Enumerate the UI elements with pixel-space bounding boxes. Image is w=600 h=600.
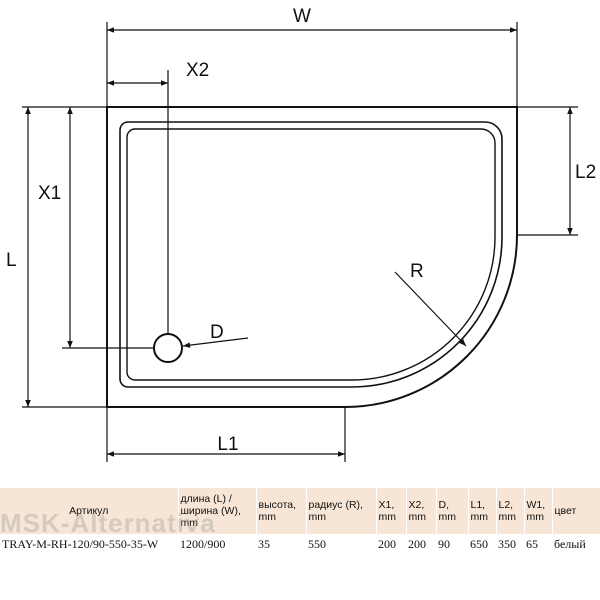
dim-line-d [182,337,249,348]
label-l: L [6,250,17,271]
header-height: высота, mm [256,488,307,534]
header-w1: W1, mm [524,488,553,534]
tray-outer-outline [106,106,518,408]
label-x2: X2 [186,60,209,81]
label-x1: X1 [38,183,61,204]
cell-color: белый [554,537,586,551]
cell-article: TRAY-M-RH-120/90-550-35-W [2,537,159,551]
header-article: Артикул [0,488,179,534]
cell-x1: 200 [378,537,396,551]
cell-height: 35 [258,537,270,551]
drain-circle [153,333,183,363]
table-row: TRAY-M-RH-120/90-550-35-W 1200/900 35 55… [0,534,600,555]
header-radius: радиус (R), mm [306,488,377,534]
cell-radius: 550 [308,537,326,551]
header-color: цвет [552,488,600,534]
header-d: D, mm [436,488,469,534]
label-l1: L1 [217,434,238,455]
tray-drawing: W X2 X1 L L2 R D L1 [6,6,596,462]
header-length-width: длина (L) / ширина (W), mm [178,488,257,534]
extension-lines [22,22,578,462]
label-r: R [410,261,424,282]
cell-length-width: 1200/900 [180,537,226,551]
cell-d: 90 [438,537,450,551]
spec-header-row: Артикул длина (L) / ширина (W), mm высот… [0,488,600,534]
tray-inner-rim [119,121,503,388]
label-w: W [293,6,311,27]
label-l2: L2 [575,162,596,183]
header-l1: L1, mm [468,488,497,534]
cell-l1: 650 [470,537,488,551]
header-x2: X2, mm [406,488,437,534]
cell-x2: 200 [408,537,426,551]
dim-line-r [394,271,467,347]
label-d: D [210,322,224,343]
header-x1: X1, mm [376,488,407,534]
cell-l2: 350 [498,537,516,551]
tray-basin-edge [126,128,496,381]
header-l2: L2, mm [496,488,525,534]
cell-w1: 65 [526,537,538,551]
spec-table: Артикул длина (L) / ширина (W), mm высот… [0,488,600,555]
